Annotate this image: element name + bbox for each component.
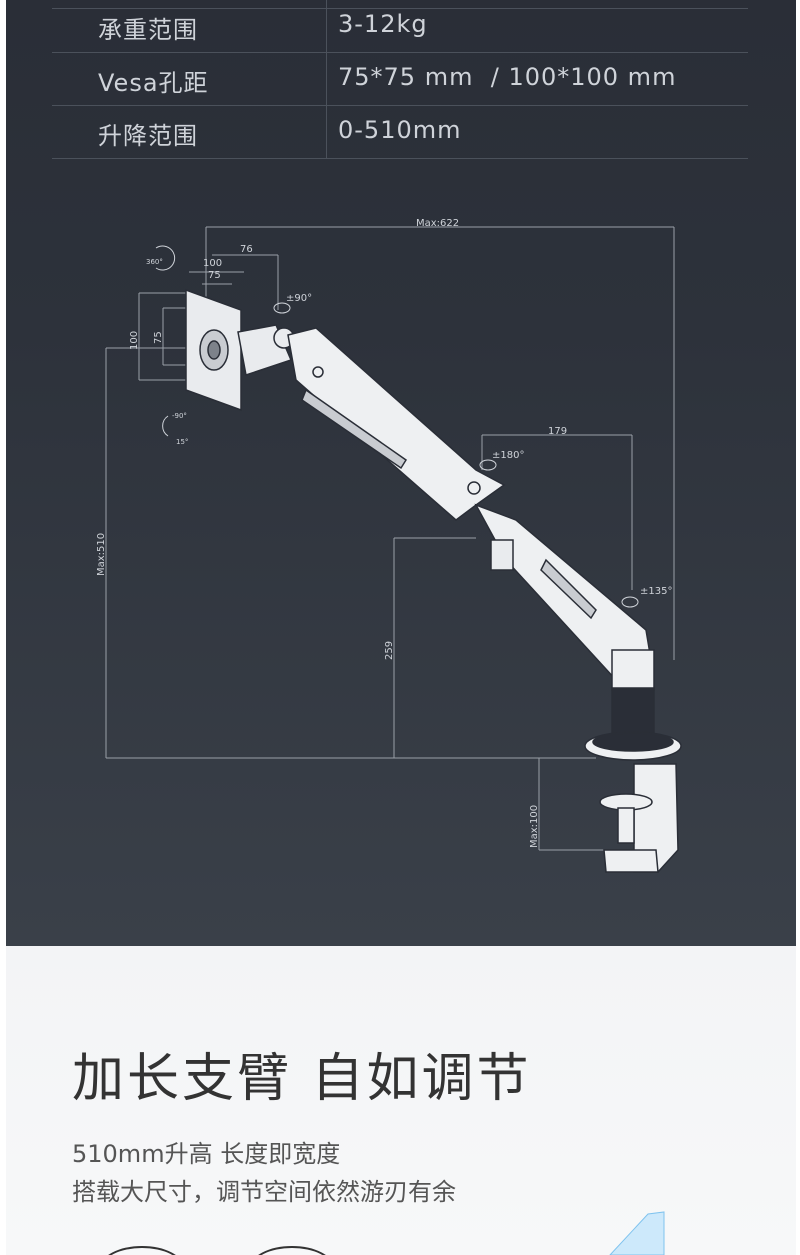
spec-table: 承重范围 3-12kg Vesa孔距 75*75 mm / 100*100 mm…	[52, 0, 748, 159]
spec-value: 0-510mm	[338, 116, 462, 144]
dim-76: 76	[240, 244, 253, 255]
dim-100-side: 100	[129, 331, 140, 350]
accent-shape	[609, 1211, 665, 1255]
spec-label: 承重范围	[98, 16, 198, 44]
dim-75-top: 75	[208, 270, 221, 281]
dim-75-side: 75	[153, 331, 164, 344]
dim-100-top: 100	[203, 258, 222, 269]
dim-max-width: Max:622	[416, 218, 459, 229]
spec-value: 3-12kg	[338, 10, 428, 38]
feature-title: 加长支臂 自如调节	[72, 1049, 532, 1109]
table-divider	[326, 0, 327, 158]
feature-section	[6, 946, 796, 1255]
rot-90: ±90°	[286, 293, 312, 304]
monitor-arm-diagram: Max:622 76 100 75 ±90° 360° -90° 15° 179…	[96, 218, 682, 873]
dim-259: 259	[384, 641, 395, 660]
spec-label: Vesa孔距	[98, 69, 209, 97]
dim-max-height: Max:510	[96, 533, 107, 576]
rot-15: 15°	[176, 438, 188, 446]
dim-max-clamp: Max:100	[529, 805, 540, 848]
feature-line-1: 510mm升高 长度即宽度	[72, 1140, 341, 1168]
dim-179: 179	[548, 426, 567, 437]
spec-row-vesa: Vesa孔距 75*75 mm / 100*100 mm	[52, 53, 748, 106]
spec-row-load: 承重范围 3-12kg	[52, 0, 748, 53]
feature-line-2: 搭载大尺寸，调节空间依然游刃有余	[72, 1178, 456, 1206]
table-top-line	[52, 8, 748, 9]
rot-180: ±180°	[492, 450, 524, 461]
rot-360: 360°	[146, 258, 163, 266]
spec-value: 75*75 mm / 100*100 mm	[338, 63, 677, 91]
rot-135: ±135°	[640, 586, 672, 597]
spec-label: 升降范围	[98, 122, 198, 150]
rot-minus90: -90°	[172, 412, 187, 420]
spec-row-lift: 升降范围 0-510mm	[52, 106, 748, 159]
